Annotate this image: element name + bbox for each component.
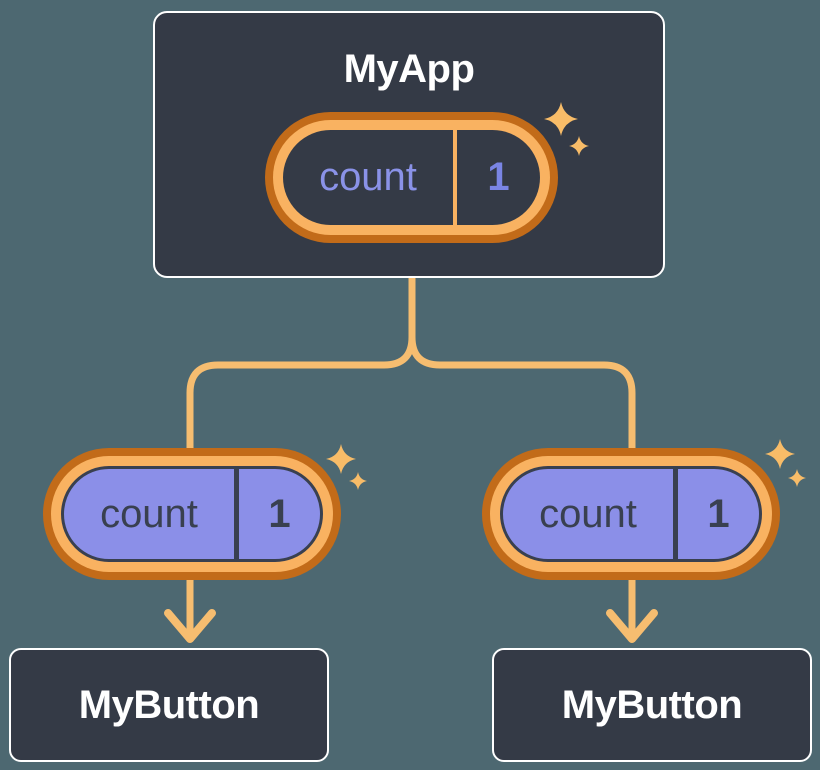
branch-right-line: [408, 275, 636, 637]
state-pill-child-left: count 1: [61, 466, 323, 562]
arrowhead-right-icon: [606, 609, 658, 643]
state-name-label: count: [100, 491, 198, 536]
sparkle-icon: [326, 444, 356, 474]
state-name-label: count: [539, 491, 637, 536]
sparkle-icon: [765, 439, 795, 469]
arrowhead-left-icon: [164, 609, 216, 643]
component-node-child-right: MyButton: [492, 648, 812, 762]
sparkle-icon: [544, 102, 578, 136]
state-pill-child-right: count 1: [500, 466, 762, 562]
sparkle-icon: [569, 136, 589, 156]
component-node-child-left: MyButton: [9, 648, 329, 762]
state-value-label: 1: [487, 155, 510, 199]
sparkle-icon: [788, 469, 806, 487]
component-title: MyButton: [561, 682, 743, 727]
state-value-label: 1: [268, 491, 291, 536]
pill-divider: [673, 469, 678, 559]
state-name-label: count: [319, 155, 417, 199]
pill-divider: [453, 130, 457, 225]
pill-divider: [234, 469, 239, 559]
component-title: MyButton: [78, 682, 260, 727]
component-title: MyApp: [343, 47, 475, 91]
state-value-label: 1: [707, 491, 730, 536]
state-pill-root: count 1: [283, 130, 540, 225]
sparkle-icon: [349, 472, 367, 490]
